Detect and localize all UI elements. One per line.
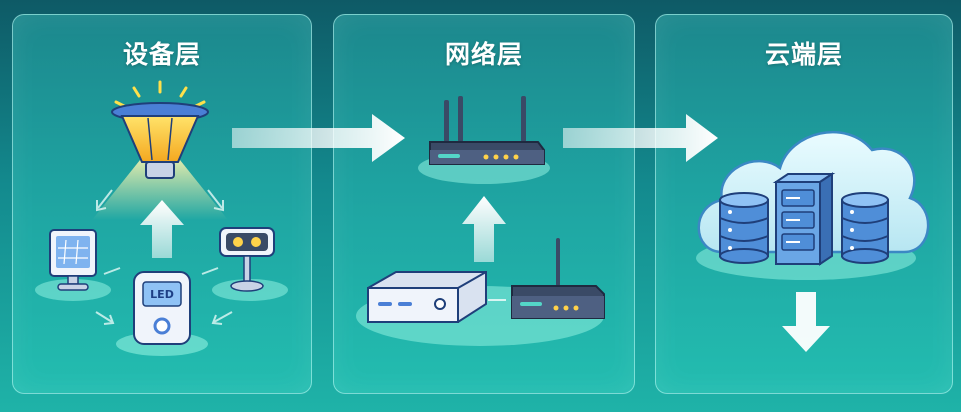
router-icon	[511, 238, 605, 319]
sensor-icon	[219, 227, 275, 292]
database-icon	[841, 192, 889, 264]
cloud-layer-title: 云端层	[764, 40, 843, 69]
device-layer-title: 设备层	[122, 40, 201, 69]
smart-lamp-icon	[111, 80, 209, 179]
led-label: LED	[150, 288, 174, 301]
arrow-up-icon	[462, 196, 506, 262]
database-icon	[719, 192, 769, 264]
light-beam	[92, 160, 228, 220]
router-icon	[429, 96, 545, 165]
network-layer-title: 网络层	[444, 40, 523, 69]
flow-arrow-icon	[95, 189, 233, 325]
gateway-icon	[367, 271, 487, 323]
led-controller-icon	[133, 271, 191, 345]
arrow-right-icon	[232, 114, 405, 162]
arrow-down-icon	[782, 292, 830, 352]
monitor-icon	[49, 229, 97, 291]
server-icon	[772, 172, 836, 266]
arrow-up-icon	[140, 200, 184, 258]
arrow-right-icon	[563, 114, 718, 162]
